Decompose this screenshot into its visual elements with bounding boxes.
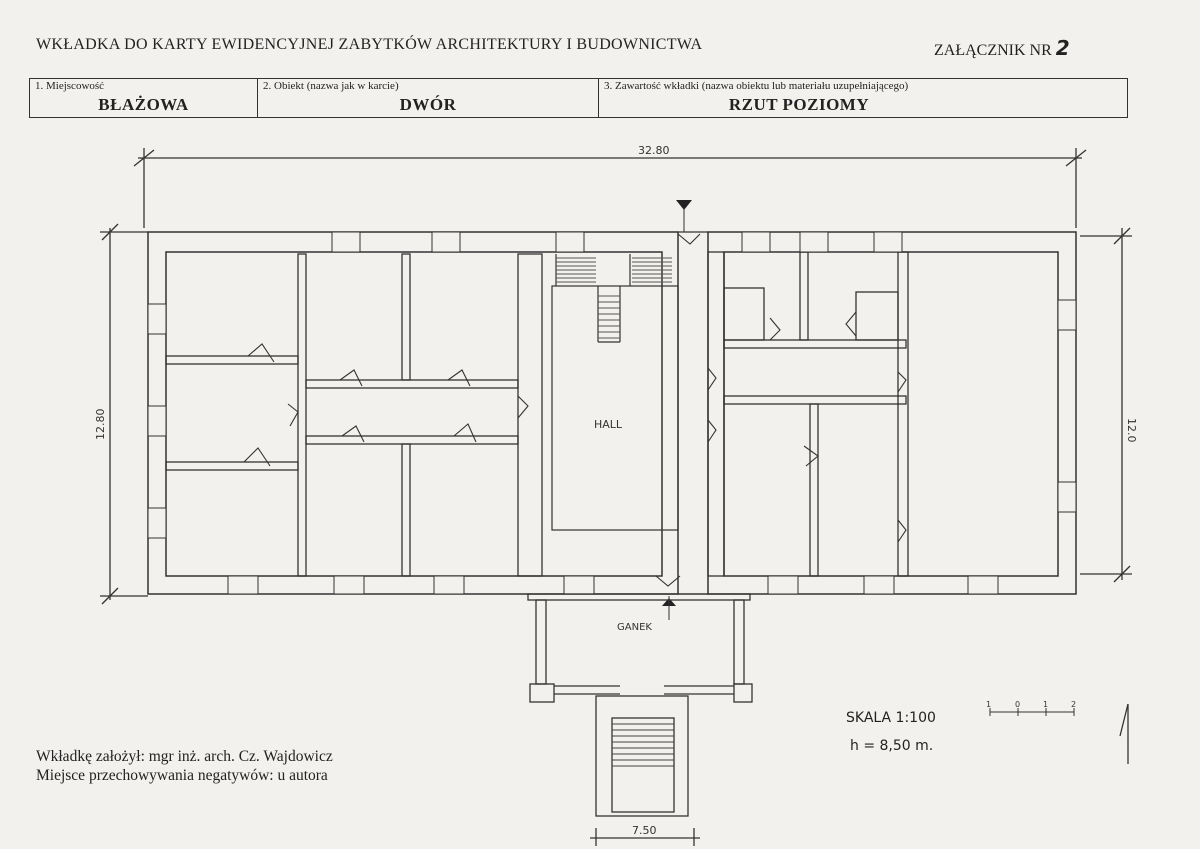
dimension-depth-right: 12.0 xyxy=(1125,418,1138,443)
document-title: WKŁADKA DO KARTY EWIDENCYJNEJ ZABYTKÓW A… xyxy=(36,36,703,53)
scale-tick-label: 0 xyxy=(1015,700,1020,709)
annex-label-text: ZAŁĄCZNIK NR xyxy=(934,42,1052,59)
field-content: 3. Zawartość wkładki (nazwa obiektu lub … xyxy=(599,79,1129,117)
dimension-porch: 7.50 xyxy=(632,824,657,837)
field-content-value: RZUT POZIOMY xyxy=(728,95,870,114)
dimension-depth-left: 12.80 xyxy=(94,409,107,441)
scale-tick-label: 1 xyxy=(1043,700,1048,709)
field-object-label: 2. Obiekt (nazwa jak w karcie) xyxy=(263,80,399,92)
field-object-value: DWÓR xyxy=(399,95,457,114)
dimension-width: 32.80 xyxy=(638,144,670,157)
form-table: 1. Miejscowość BŁAŻOWA 2. Obiekt (nazwa … xyxy=(29,78,1128,118)
field-locality: 1. Miejscowość BŁAŻOWA xyxy=(30,79,258,117)
field-locality-label: 1. Miejscowość xyxy=(35,80,105,92)
field-content-label: 3. Zawartość wkładki (nazwa obiektu lub … xyxy=(604,80,909,92)
author-note: Wkładkę założył: mgr inż. arch. Cz. Wajd… xyxy=(36,748,333,765)
scale-bar xyxy=(989,708,1075,716)
annex-number: 2 xyxy=(1055,36,1070,60)
negatives-note: Miejsce przechowywania negatywów: u auto… xyxy=(36,767,328,784)
room-label-hall: HALL xyxy=(594,418,623,431)
north-arrow-icon xyxy=(1119,703,1129,764)
scale-tick-label: 2 xyxy=(1071,700,1076,709)
scale-text: SKALA 1:100 xyxy=(846,710,936,726)
field-object: 2. Obiekt (nazwa jak w karcie) DWÓR xyxy=(258,79,599,117)
scale-tick-label: 1 xyxy=(986,700,991,709)
room-label-porch: GANEK xyxy=(617,622,652,633)
height-text: h = 8,50 m. xyxy=(850,738,933,754)
field-locality-value: BŁAŻOWA xyxy=(98,95,189,114)
